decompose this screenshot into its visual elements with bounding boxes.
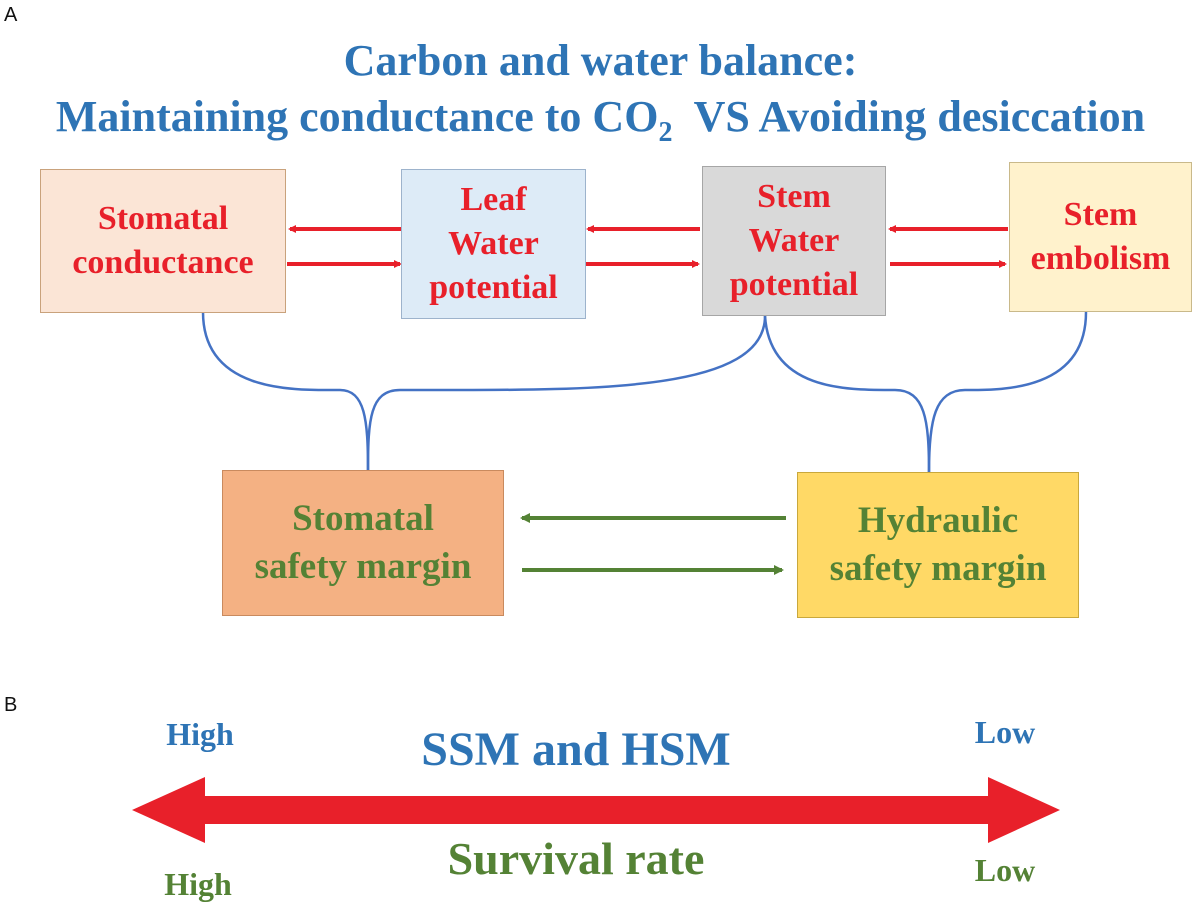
title-line-2-subscript: 2 [658,116,673,148]
scale-arrowhead-right [988,777,1060,843]
scale-double-arrow [132,777,1060,843]
scale-top-right-low: Low [974,714,1036,750]
scale-top-left-high: High [166,716,234,752]
box-stem-embolism: Stem embolism [1009,162,1192,312]
box-stomatal-conductance: Stomatal conductance [40,169,286,313]
brace-left-stomatal [201,311,370,471]
title-line-2-main: Maintaining conductance to CO [55,92,659,141]
box-stem-embolism-label: Stem embolism [1030,196,1171,277]
box-hydraulic-safety-margin-label: Hydraulic safety margin [829,500,1047,589]
brace-right-embolism [927,311,1088,473]
title-line-2-rest: VS Avoiding desiccation [693,92,1146,141]
title-line-1: Carbon and water balance: [343,36,858,85]
scale-bottom-center-label: Survival rate [447,833,705,884]
box-hydraulic-safety-margin: Hydraulic safety margin [797,472,1079,618]
box-leaf-water-potential: Leaf Water potential [401,169,586,319]
box-stem-water-potential-label: Stem Water potential [729,178,859,303]
green-arrows [520,513,786,575]
scale-top-center-label: SSM and HSM [421,723,731,776]
box-stomatal-safety-margin: Stomatal safety margin [222,470,504,616]
panel-label-a: A [4,4,18,26]
brace-left-stem [366,315,767,471]
box-stem-water-potential: Stem Water potential [702,166,886,316]
box-leaf-water-potential-label: Leaf Water potential [429,181,558,306]
brace-right-stem [763,315,931,473]
red-arrows [287,225,1008,268]
scale-bottom-right-low: Low [974,852,1036,888]
panel-label-b: B [4,694,18,716]
scale-arrowhead-left [132,777,205,843]
box-stomatal-safety-margin-label: Stomatal safety margin [254,498,472,587]
box-stomatal-conductance-label: Stomatal conductance [72,200,254,281]
scale-bottom-left-high: High [164,866,232,902]
title-line-2: Maintaining conductance to CO2 VS Avoidi… [0,92,1201,146]
blue-braces [201,311,1088,473]
